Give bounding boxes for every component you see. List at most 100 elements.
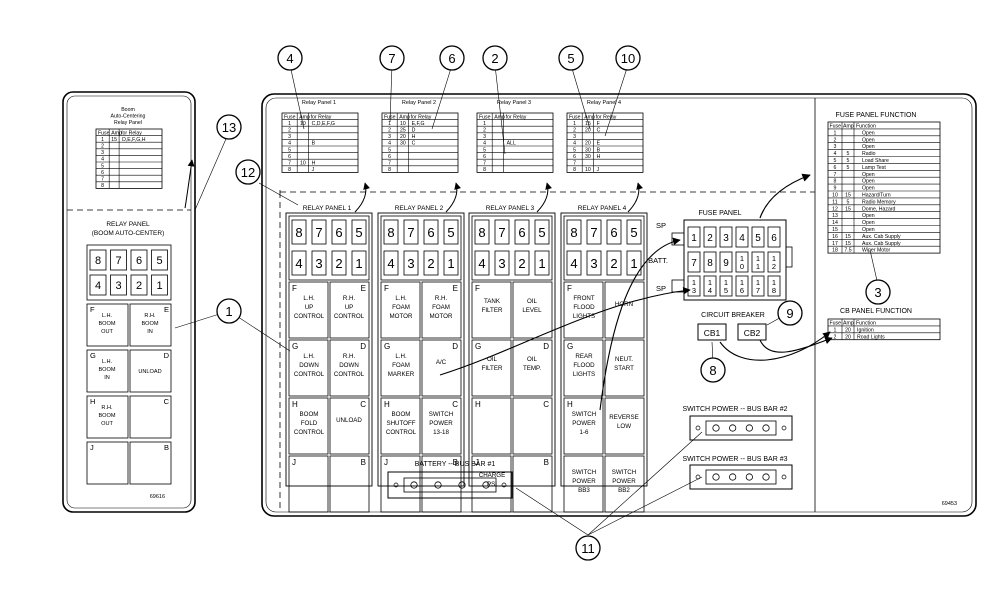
fuse-slot: [703, 251, 717, 273]
callout-number: 8: [709, 363, 716, 378]
relay-panel-1-fuse-slot: [291, 250, 307, 276]
relay-fuse-table-1-header: Amp: [299, 114, 310, 120]
relay-panel-2-relay-label: R.H.: [435, 295, 448, 302]
relay-panel-4-relay-letter: H: [567, 400, 573, 409]
relay-fuse-table-4-cell: 7: [573, 161, 576, 167]
callout-10: [615, 45, 641, 71]
leader-11c: [587, 476, 703, 536]
relay-panel-2-fuse-number: 2: [427, 256, 434, 271]
fuse-function-cell: Open: [862, 144, 875, 150]
bus-bar-2-hole: [781, 425, 787, 431]
boom-fuse-table-cell: 2: [101, 144, 104, 150]
relay-fuse-table-1-cell: 5: [288, 147, 291, 153]
relay-fuse-table-4-cell: 2: [573, 128, 576, 134]
fuse-panel-tab-top: [671, 232, 685, 246]
relay-panel-3-relay-letter: F: [475, 284, 480, 293]
relay-panel-4-relay-letter: F: [567, 284, 572, 293]
bus-bar-2-stud: [745, 424, 753, 432]
relay-fuse-table-1: [281, 112, 359, 173]
fuse-slot: [687, 251, 701, 273]
fuse-function-cell: 10: [832, 193, 838, 199]
relay-fuse-table-4-cell: 30: [585, 147, 591, 153]
boom-panel-arrow: [184, 159, 195, 209]
boom-fuse-table-cell: 8: [101, 183, 104, 189]
boom-table-title: Relay Panel: [114, 120, 142, 126]
fuse-slot: [751, 275, 765, 297]
relay-panel-1-fuse-slot: [311, 219, 327, 245]
cb-function-header: Amp: [843, 321, 854, 327]
fuse-panel-sp-top: SP: [656, 221, 666, 230]
leader-11b: [587, 431, 703, 536]
relay-panel-2-relay-right: [421, 281, 462, 339]
relay-fuse-table-3: [476, 112, 554, 173]
relay-panel-3-relay-label: PSI: [487, 481, 497, 488]
relay-panel-4-relay-label: REAR: [575, 353, 593, 360]
relay-panel-3-fuse-number: 5: [538, 225, 545, 240]
relay-panel-title: RELAY PANEL 2: [395, 205, 444, 212]
relay-panel-4-relay-label: REVERSE: [609, 414, 639, 421]
boom-fuse-table-cell: 3: [101, 150, 104, 156]
relay-panel-2-relay-left: [380, 397, 421, 455]
leader-7: [389, 64, 393, 123]
relay-panel-3-fuse-block: [471, 215, 553, 281]
fuse-slot-number: 4: [739, 233, 745, 244]
callout-9: [777, 300, 803, 326]
relay-fuse-table-1-header: for Relay: [311, 114, 332, 120]
boom-relay-right: [129, 395, 172, 439]
callout-1: [216, 298, 242, 324]
relay-fuse-table-4: [566, 112, 644, 173]
relay-panel-3-relay-right: [512, 281, 553, 339]
fuse-slot: [735, 251, 749, 273]
fuse-slot-number: 3: [723, 233, 729, 244]
boom-fuse-slot: [130, 274, 148, 296]
relay-panel-2-relay-letter: D: [452, 342, 458, 351]
relay-panel-1-fuse-number: 1: [355, 256, 362, 271]
relay-panel-2-relay-label: FOAM: [392, 304, 410, 311]
fuse-slot-number: 8: [707, 258, 713, 269]
bus-bar-3-stud: [729, 473, 737, 481]
relay-panel-4-fuse-slot: [566, 250, 582, 276]
panel-arrow-4: [627, 182, 644, 213]
relay-fuse-table-4-cell: 15: [585, 121, 591, 127]
relay-panel-3-fuse-slot: [474, 219, 490, 245]
relay-panel-1-relay-label: UNLOAD: [336, 417, 362, 424]
cb-function-table: [827, 318, 941, 341]
bus-bar-3-title: SWITCH POWER -- BUS BAR #3: [682, 456, 787, 463]
relay-panel-1-fuse-slot: [351, 219, 367, 245]
relay-panel-3-relay-label: TEMP.: [523, 365, 541, 372]
relay-panel-4-relay-label: SWITCH: [572, 469, 596, 476]
boom-fuse-table-header: for Relay: [121, 130, 142, 136]
relay-fuse-table-3-cell: 8: [483, 167, 486, 173]
fuse-function-cell: 12: [832, 206, 838, 212]
boom-fuse-number: 4: [95, 280, 101, 292]
relay-fuse-table-3-header: Amp: [494, 114, 505, 120]
relay-panel-4-relay-label: LIGHTS: [573, 371, 595, 378]
relay-panel-2-relay-letter: B: [453, 458, 458, 467]
relay-panel-2-relay-left: [380, 339, 421, 397]
relay-fuse-table-4-cell: 4: [573, 141, 576, 147]
relay-panel-4-relay-right: [604, 339, 645, 397]
relay-panel-4-relay-label: SWITCH: [572, 411, 596, 418]
relay-fuse-table-1-cell: 1: [288, 121, 291, 127]
relay-panel-4-relay-label: BB3: [578, 487, 590, 494]
boom-fuse-block: [86, 244, 172, 301]
relay-fuse-table-2-cell: 4: [388, 141, 391, 147]
callout-number: 9: [786, 306, 793, 321]
relay-panel-3-relay-right: [512, 397, 553, 455]
relay-panel-4-fuse-number: 7: [590, 225, 597, 240]
relay-area-dashed-top: [279, 190, 815, 193]
relay-panel-2-fuse-slot: [443, 219, 459, 245]
relay-fuse-table-1-cell: 4: [288, 141, 291, 147]
relay-fuse-table-2: [381, 112, 459, 173]
fuse-panel-tab-right: [785, 246, 793, 268]
fuse-function-cell: Wiper Motor: [862, 248, 891, 254]
boom-fuse-table-cell: 5: [101, 163, 104, 169]
leader-12: [258, 182, 299, 206]
fuse-function-cell: 15: [845, 234, 851, 240]
relay-panel-1-relay-letter: H: [292, 400, 298, 409]
relay-fuse-table-1-header: Fuse: [284, 114, 296, 120]
relay-panel-2-relay-letter: C: [452, 400, 458, 409]
relay-panel-1-fuse-slot: [291, 219, 307, 245]
boom-fuse-slot: [89, 274, 107, 296]
fuse-slot: [735, 226, 749, 248]
